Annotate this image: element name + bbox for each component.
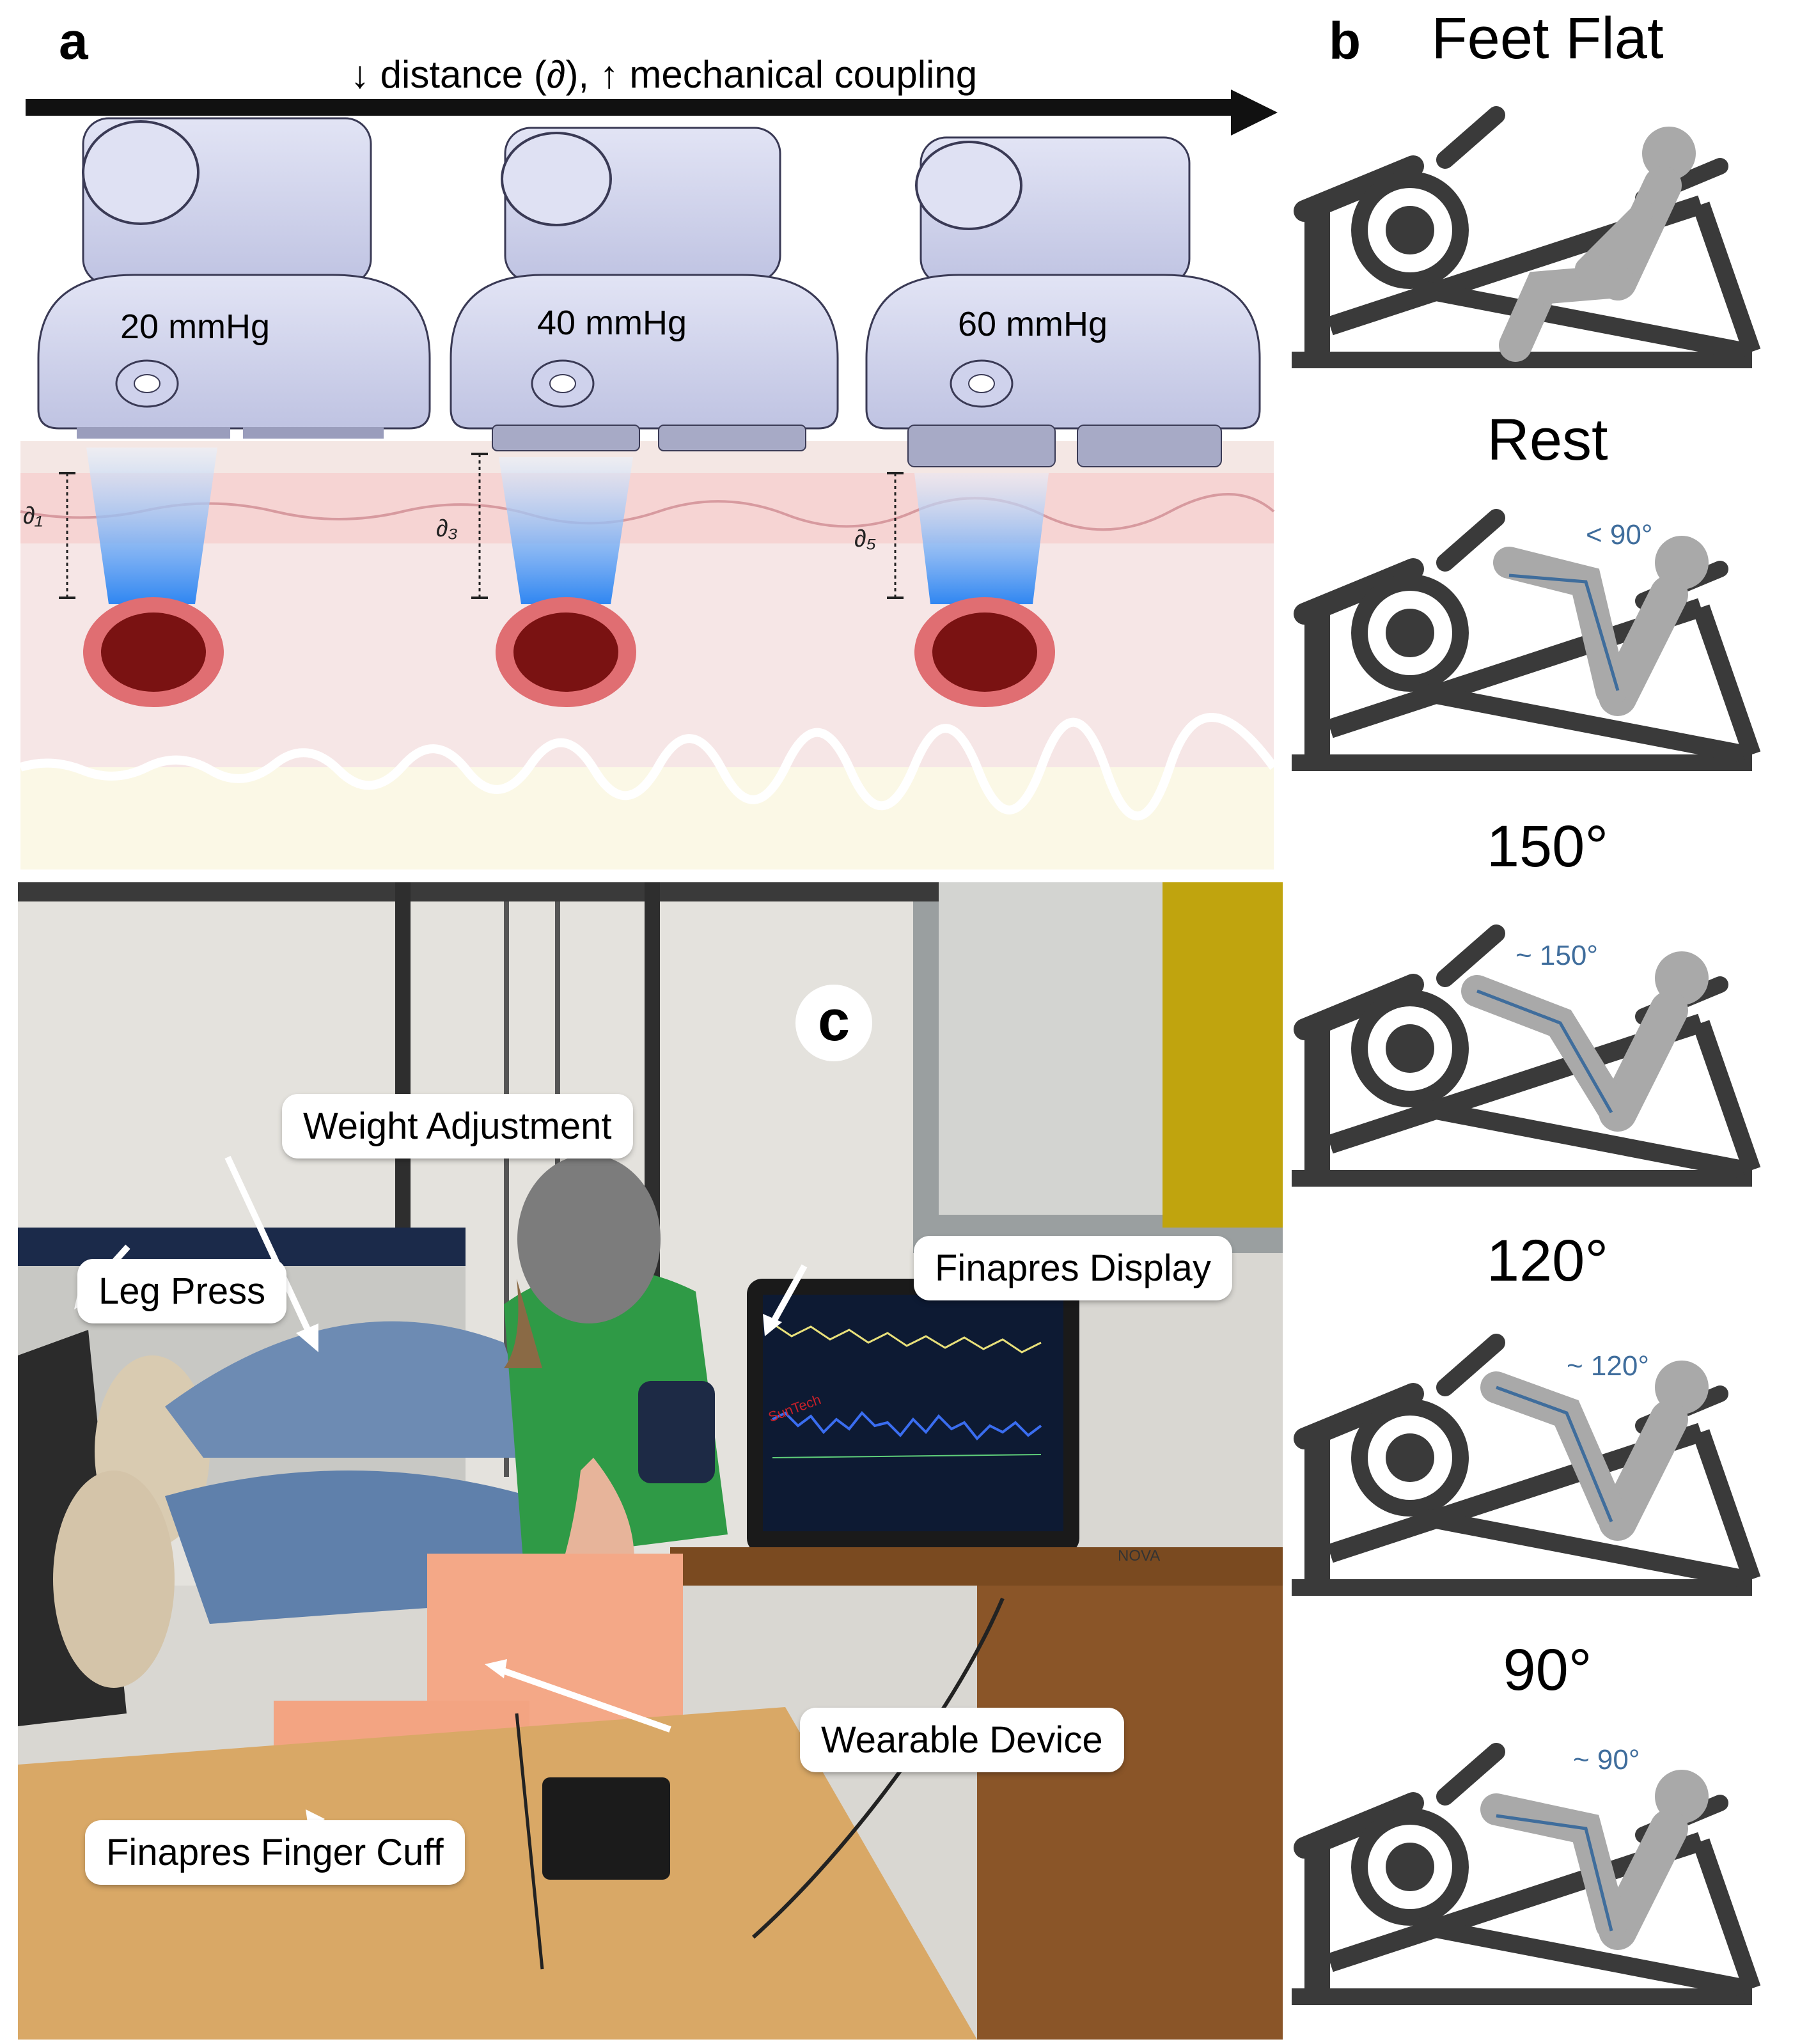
dermis-boundary xyxy=(20,493,1275,531)
position-title-120: 120° xyxy=(1486,1228,1609,1293)
callout-finapres-display: Finapres Display xyxy=(916,1238,1230,1299)
angle-label-90: ~ 90° xyxy=(1573,1744,1640,1775)
sensor-20mmhg xyxy=(37,117,431,707)
pressure-label-3: 60 mmHg xyxy=(958,305,1108,343)
panel-a-letter: a xyxy=(59,12,88,70)
distance-label-1: ∂₁ xyxy=(23,503,43,529)
monitor-brand: NOVA xyxy=(1118,1547,1161,1564)
panel-c-badge: c xyxy=(795,985,872,1061)
panel-b: b Feet Flat Rest 150° 120° 90° < 90° ~ 1… xyxy=(1285,0,1793,2044)
panel-a-illustration xyxy=(19,90,1278,870)
subcutaneous-layer xyxy=(20,543,1274,774)
position-title-150: 150° xyxy=(1486,814,1609,879)
position-title-90: 90° xyxy=(1503,1637,1592,1703)
position-title-rest: Rest xyxy=(1487,407,1608,472)
leg-press-illustrations xyxy=(1285,0,1793,2044)
angle-label-120: ~ 120° xyxy=(1567,1350,1649,1382)
sensor-60mmhg xyxy=(865,136,1261,707)
callout-leg-press: Leg Press xyxy=(79,1261,285,1322)
diagram-feet-flat xyxy=(1292,115,1752,368)
diagram-rest xyxy=(1292,518,1752,771)
panel-c: c Weight Adjustment Leg Press Finapres D… xyxy=(18,882,1283,2040)
distance-label-3: ∂₅ xyxy=(854,526,877,552)
angle-label-rest: < 90° xyxy=(1586,519,1653,550)
position-title-feet-flat: Feet Flat xyxy=(1431,6,1664,71)
fat-boundary xyxy=(19,713,1278,821)
diagram-90 xyxy=(1292,1752,1752,2005)
diagram-150 xyxy=(1292,933,1752,1187)
diagram-120 xyxy=(1292,1343,1752,1596)
panel-b-letter: b xyxy=(1329,12,1361,70)
panel-a: a ↓ distance (∂), ↑ mechanical coupling xyxy=(0,0,1279,870)
callout-weight-adjustment: Weight Adjustment xyxy=(284,1096,631,1157)
angle-label-150: ~ 150° xyxy=(1515,940,1598,971)
distance-label-2: ∂₃ xyxy=(436,515,458,542)
callout-finapres-finger-cuff: Finapres Finger Cuff xyxy=(87,1822,463,1883)
coupling-arrowhead xyxy=(1231,90,1278,136)
dermis-layer xyxy=(20,473,1274,543)
pressure-label-2: 40 mmHg xyxy=(537,304,687,342)
coupling-arrow-label: ↓ distance (∂), ↑ mechanical coupling xyxy=(350,53,978,96)
callout-wearable-device: Wearable Device xyxy=(802,1710,1122,1770)
pressure-label-1: 20 mmHg xyxy=(120,308,270,346)
sensor-40mmhg xyxy=(450,127,839,707)
